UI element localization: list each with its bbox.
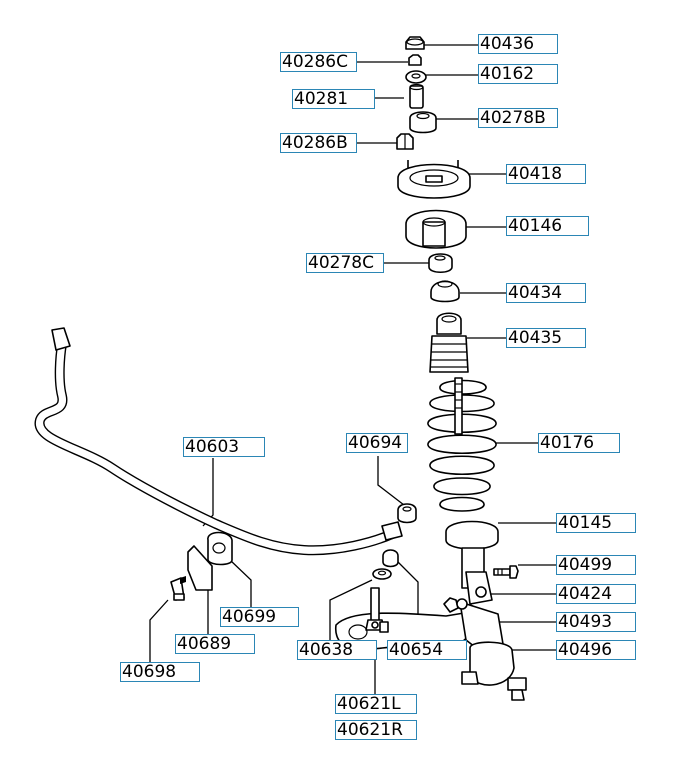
callout-40146[interactable]: 40146 [506,216,589,236]
stabilizer-bar [34,327,403,556]
callout-40434[interactable]: 40434 [506,283,586,303]
callout-40145[interactable]: 40145 [556,513,636,533]
callout-40603[interactable]: 40603 [183,437,265,457]
callout-40621r[interactable]: 40621R [335,720,417,740]
stabilizer-link-bushing [397,503,417,524]
callout-40436[interactable]: 40436 [478,34,558,54]
stabilizer-bracket [170,531,233,601]
callout-40689[interactable]: 40689 [175,634,255,654]
callout-40496[interactable]: 40496 [556,640,636,660]
callout-40286c[interactable]: 40286C [280,52,357,72]
callout-40694[interactable]: 40694 [346,433,408,453]
strut-bolt [493,565,519,579]
callout-40278b[interactable]: 40278B [478,108,558,128]
callout-40499[interactable]: 40499 [556,555,636,575]
callout-40418[interactable]: 40418 [506,164,586,184]
coil-spring [427,377,497,512]
callout-40176[interactable]: 40176 [538,433,620,453]
stabilizer-link [365,549,399,633]
callout-40638[interactable]: 40638 [297,640,377,660]
dust-boot [429,312,469,373]
callout-40424[interactable]: 40424 [556,584,636,604]
strut-assembly [445,520,499,605]
leader-lines [149,44,556,694]
callout-40493[interactable]: 40493 [556,612,636,632]
callout-40286b[interactable]: 40286B [280,133,357,153]
callout-40278c[interactable]: 40278C [306,253,384,273]
callout-40698[interactable]: 40698 [120,662,200,682]
callout-40654[interactable]: 40654 [387,640,467,660]
callout-40435[interactable]: 40435 [506,328,586,348]
top-mount-stack [396,36,471,303]
callout-40699[interactable]: 40699 [220,607,299,627]
callout-40162[interactable]: 40162 [478,64,558,84]
callout-40281[interactable]: 40281 [292,89,375,109]
callout-40621l[interactable]: 40621L [335,694,417,714]
